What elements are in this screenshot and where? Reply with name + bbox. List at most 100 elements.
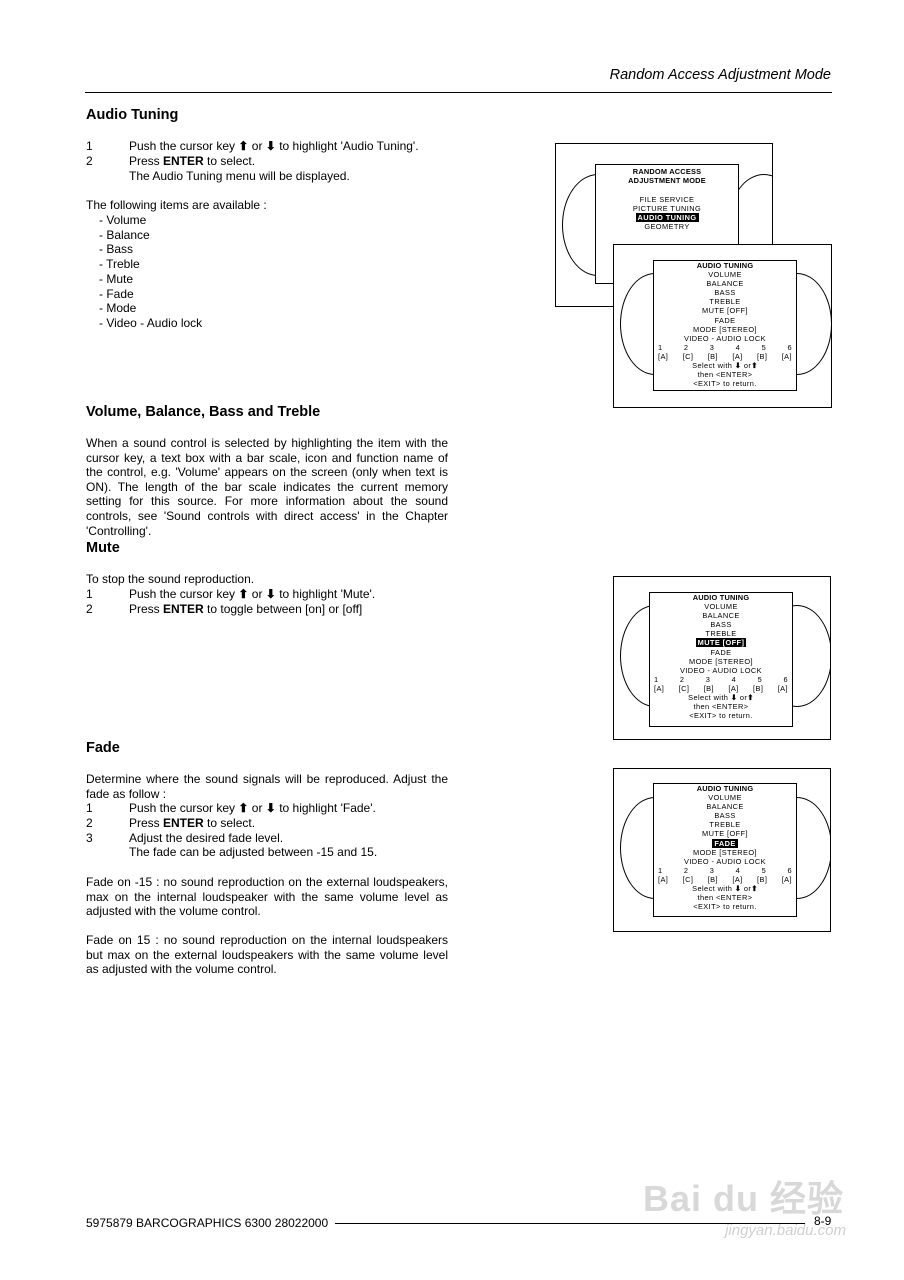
mute-step-2: Press ENTER to toggle between [on] or [o… [129, 602, 363, 616]
tv-screen-audio-tuning: AUDIO TUNING VOLUME BALANCE BASS TREBLE … [613, 244, 832, 408]
select-hint: Select with ⬇ or⬆ [692, 361, 758, 371]
menu-title: RANDOM ACCESS [632, 167, 702, 176]
menu-item-balance[interactable]: BALANCE [706, 279, 744, 289]
menu-item-file-service[interactable]: FILE SERVICE [639, 195, 695, 205]
exit-hint: <EXIT> to return. [693, 902, 757, 912]
watermark-logo: Bai du 经验 [642, 1178, 844, 1219]
list-item: - Video - Audio lock [99, 316, 203, 330]
mute-intro: To stop the sound reproduction. [86, 572, 255, 586]
select-hint: Select with ⬇ or⬆ [688, 693, 754, 703]
menu-title: AUDIO TUNING [692, 593, 750, 602]
menu-item-mute[interactable]: MUTE [OFF] [695, 638, 747, 648]
page-number: 8-9 [814, 1214, 832, 1228]
step-number: 3 [86, 831, 93, 845]
items-intro: The following items are available : [86, 198, 267, 212]
watermark-url: jingyan.baidu.com [725, 1222, 846, 1239]
list-item: - Bass [99, 242, 134, 256]
fade-step-2: Press ENTER to select. [129, 816, 256, 830]
menu-item-fade[interactable]: FADE [712, 838, 738, 848]
menu-title: AUDIO TUNING [696, 784, 754, 793]
menu-item-bass[interactable]: BASS [710, 620, 732, 630]
list-item: - Balance [99, 228, 150, 242]
tv-screen-fade: AUDIO TUNING VOLUME BALANCE BASS TREBLE … [613, 768, 831, 932]
list-item: - Volume [99, 213, 147, 227]
menu-item-volume[interactable]: VOLUME [708, 270, 742, 280]
menu-item-treble[interactable]: TREBLE [709, 820, 741, 830]
menu-item-audio-tuning[interactable]: AUDIO TUNING [635, 213, 699, 223]
menu-item-mode[interactable]: MODE [STEREO] [693, 324, 757, 334]
menu-item-bass[interactable]: BASS [714, 288, 736, 298]
step-number: 2 [86, 816, 93, 830]
menu-item-fade[interactable]: FADE [714, 315, 736, 325]
menu-item-volume[interactable]: VOLUME [704, 602, 738, 612]
menu-item-video-audio-lock[interactable]: VIDEO - AUDIO LOCK [680, 665, 762, 675]
fade-step-3-note: The fade can be adjusted between -15 and… [129, 845, 378, 859]
step-number: 1 [86, 587, 93, 601]
audio-step-2-note: The Audio Tuning menu will be displayed. [129, 169, 350, 183]
tv-screen-mute: AUDIO TUNING VOLUME BALANCE BASS TREBLE … [613, 576, 831, 740]
audio-tuning-menu: AUDIO TUNING VOLUME BALANCE BASS TREBLE … [653, 260, 797, 391]
menu-item-treble[interactable]: TREBLE [709, 297, 741, 307]
preset-letters: [A][C][B][A][B][A] [658, 874, 792, 884]
audio-tuning-menu: AUDIO TUNING VOLUME BALANCE BASS TREBLE … [649, 592, 793, 727]
footer-doc-id: 5975879 BARCOGRAPHICS 6300 28022000 [86, 1216, 329, 1230]
enter-hint: then <ENTER> [693, 702, 749, 712]
fade-step-1: Push the cursor key ⬆ or ⬇ to highlight … [129, 801, 376, 815]
menu-item-mode[interactable]: MODE [STEREO] [689, 656, 753, 666]
menu-item-bass[interactable]: BASS [714, 811, 736, 821]
audio-tuning-heading: Audio Tuning [86, 107, 179, 123]
menu-item-mute[interactable]: MUTE [OFF] [702, 306, 748, 316]
menu-item-picture-tuning[interactable]: PICTURE TUNING [632, 204, 702, 214]
header-rule [85, 92, 832, 93]
step-number: 2 [86, 602, 93, 616]
menu-item-mute[interactable]: MUTE [OFF] [702, 829, 748, 839]
fade-para-2: Fade on 15 : no sound reproduction on th… [86, 933, 448, 977]
menu-title: AUDIO TUNING [696, 261, 754, 270]
up-arrow-icon: ⬆ [238, 801, 249, 815]
list-item: - Mode [99, 301, 137, 315]
list-item: - Fade [99, 287, 134, 301]
menu-title: ADJUSTMENT MODE [628, 176, 706, 186]
down-arrow-icon: ⬇ [734, 361, 742, 371]
down-arrow-icon: ⬇ [730, 693, 738, 703]
menu-item-video-audio-lock[interactable]: VIDEO - AUDIO LOCK [684, 856, 766, 866]
enter-hint: then <ENTER> [697, 370, 753, 380]
preset-letters: [A][C][B][A][B][A] [658, 351, 792, 361]
exit-hint: <EXIT> to return. [693, 379, 757, 389]
audio-tuning-menu: AUDIO TUNING VOLUME BALANCE BASS TREBLE … [653, 783, 797, 917]
down-arrow-icon: ⬇ [734, 884, 742, 894]
fade-intro: Determine where the sound signals will b… [86, 772, 448, 801]
menu-item-treble[interactable]: TREBLE [705, 629, 737, 639]
step-number: 1 [86, 139, 93, 153]
menu-item-fade[interactable]: FADE [710, 647, 732, 657]
down-arrow-icon: ⬇ [265, 139, 276, 153]
footer-rule [335, 1223, 805, 1224]
page-header-title: Random Access Adjustment Mode [609, 67, 831, 83]
menu-item-video-audio-lock[interactable]: VIDEO - AUDIO LOCK [684, 333, 766, 343]
menu-item-balance[interactable]: BALANCE [702, 611, 740, 621]
preset-letters: [A][C][B][A][B][A] [654, 683, 788, 693]
select-hint: Select with ⬇ or⬆ [692, 884, 758, 894]
menu-item-volume[interactable]: VOLUME [708, 793, 742, 803]
down-arrow-icon: ⬇ [265, 587, 276, 601]
list-item: - Treble [99, 257, 140, 271]
step-number: 1 [86, 801, 93, 815]
menu-item-balance[interactable]: BALANCE [706, 802, 744, 812]
exit-hint: <EXIT> to return. [689, 711, 753, 721]
fade-heading: Fade [86, 740, 120, 756]
audio-step-1: Push the cursor key ⬆ or ⬇ to highlight … [129, 139, 419, 153]
fade-para-1: Fade on -15 : no sound reproduction on t… [86, 875, 448, 919]
menu-item-mode[interactable]: MODE [STEREO] [693, 847, 757, 857]
up-arrow-icon: ⬆ [751, 884, 758, 894]
up-arrow-icon: ⬆ [747, 693, 754, 703]
mute-step-1: Push the cursor key ⬆ or ⬇ to highlight … [129, 587, 376, 601]
volume-section-heading: Volume, Balance, Bass and Treble [86, 404, 321, 420]
up-arrow-icon: ⬆ [238, 139, 249, 153]
up-arrow-icon: ⬆ [238, 587, 249, 601]
mute-heading: Mute [86, 540, 120, 556]
menu-item-geometry[interactable]: GEOMETRY [644, 222, 690, 232]
list-item: - Mute [99, 272, 134, 286]
